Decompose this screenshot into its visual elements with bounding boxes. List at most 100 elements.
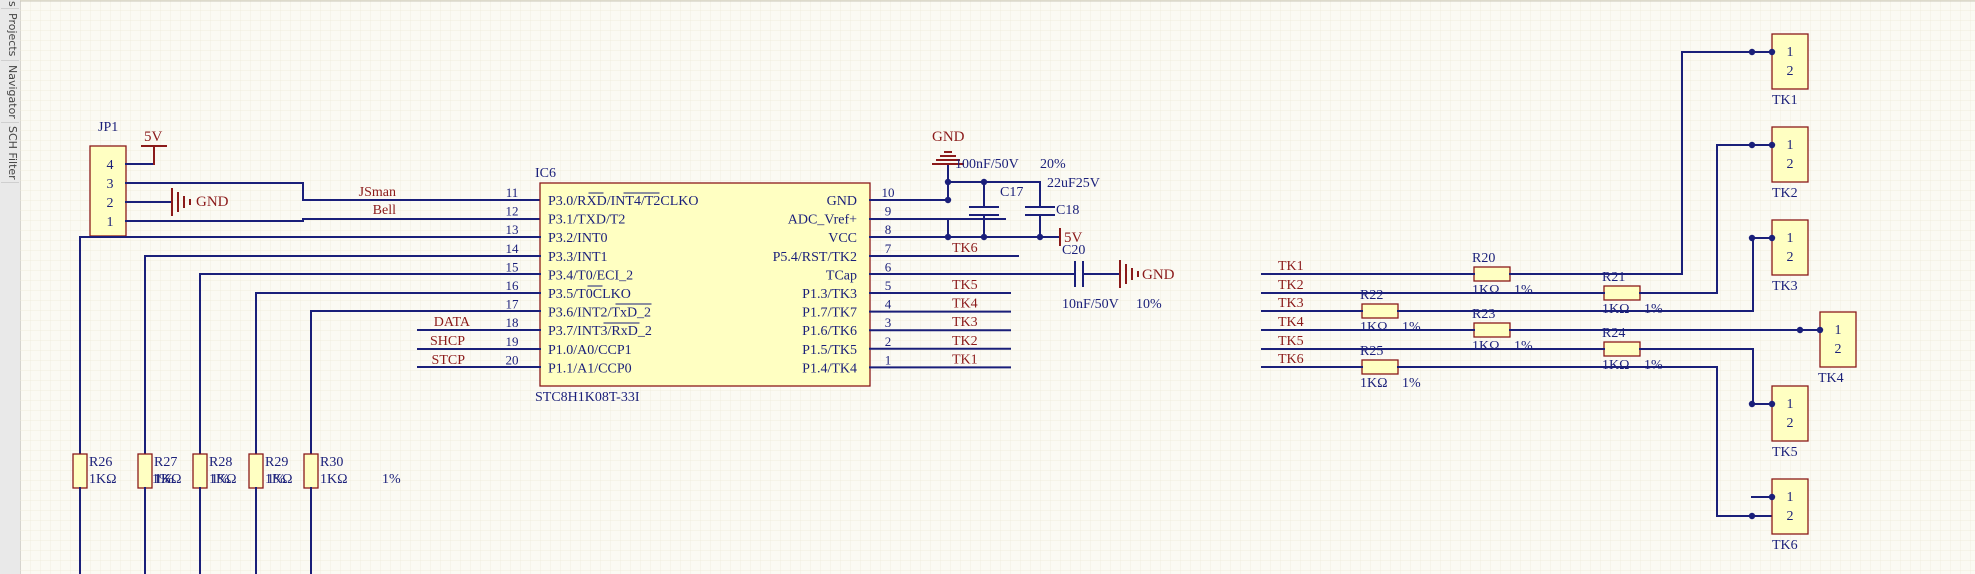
series-resistor[interactable] <box>1603 341 1641 357</box>
touch-pad-pin-2: 2 <box>1787 157 1794 172</box>
touch-pad-4[interactable] <box>1819 311 1857 368</box>
touch-pad-1[interactable] <box>1771 33 1809 90</box>
net-label-touch: TK6 <box>1278 352 1304 367</box>
series-resistor-tol: 1% <box>1402 320 1421 335</box>
ic6-left-pin-number: 11 <box>506 185 519 200</box>
series-resistor[interactable] <box>1361 303 1399 319</box>
pullup-resistor-26[interactable] <box>72 453 88 489</box>
ic6-right-pin-number: 9 <box>885 204 892 219</box>
power-5v-label: 5V <box>144 129 163 145</box>
ic6-left-pin-name: P1.0/A0/CCP1 <box>548 343 632 358</box>
net-label-ic-right: TK3 <box>952 315 978 330</box>
jp1-ref: JP1 <box>98 120 118 135</box>
series-resistor-tol: 1% <box>1514 283 1533 298</box>
touch-pad-ref: TK4 <box>1818 371 1844 386</box>
panel-tab-navigator[interactable]: Navigator <box>1 62 19 123</box>
gnd-top-label: GND <box>932 129 965 145</box>
c20-ref: C20 <box>1062 243 1085 258</box>
pullup-resistor-29[interactable] <box>248 453 264 489</box>
series-resistor[interactable] <box>1603 285 1641 301</box>
pullup-resistor-27[interactable] <box>137 453 153 489</box>
series-resistor[interactable] <box>1473 266 1511 282</box>
jp1-pin-number: 4 <box>107 158 114 173</box>
touch-pad-pin-2: 2 <box>1787 250 1794 265</box>
junction-dot <box>1748 512 1756 520</box>
touch-pad-pin-1: 1 <box>1787 45 1794 60</box>
ic6-left-pin-name: P3.7/INT3/RxD_2 <box>548 324 652 339</box>
ic6-right-pin-name: TCap <box>826 268 857 283</box>
ic6-right-pin-name: P1.3/TK3 <box>802 287 857 302</box>
ic6-right-pin-name: P1.7/TK7 <box>802 306 857 321</box>
ic6-right-pin-number: 1 <box>885 352 892 367</box>
touch-pad-5[interactable] <box>1771 385 1809 442</box>
pullup-ref: R28 <box>209 455 232 470</box>
ic6-left-pin-number: 12 <box>506 204 519 219</box>
net-label-ic-right: TK1 <box>952 352 978 367</box>
net-label-data: DATA <box>434 315 471 330</box>
jp1-pin-number: 2 <box>107 196 114 211</box>
panel-tab-sch-filter[interactable]: SCH Filter <box>1 124 19 183</box>
touch-pad-2[interactable] <box>1771 126 1809 183</box>
pullup-value: 1KΩ <box>154 472 182 487</box>
junction-dot <box>1748 234 1756 242</box>
touch-pad-pin-1: 1 <box>1787 138 1794 153</box>
pullup-wire <box>255 292 541 455</box>
touch-pad-pin-2: 2 <box>1787 64 1794 79</box>
pullup-ref: R29 <box>265 455 288 470</box>
net-label-ic-right: TK5 <box>952 278 978 293</box>
ic6-right-pin-name: P1.6/TK6 <box>802 324 857 339</box>
ic6-left-pin-number: 19 <box>506 334 519 349</box>
touch-pad-ref: TK2 <box>1772 186 1798 201</box>
schematic-sheet[interactable]: JP143215VGNDIC6STC8H1K08T-33IP3.0/RXD/IN… <box>20 0 1975 574</box>
touch-pad-ref: TK6 <box>1772 538 1798 553</box>
ic6-right-pin-number: 8 <box>885 222 892 237</box>
series-resistor-ref: R25 <box>1360 344 1383 359</box>
touch-pad-pin-1: 1 <box>1835 323 1842 338</box>
touch-wire <box>1509 51 1773 275</box>
ic6-body[interactable] <box>539 182 871 387</box>
ic6-left-pin-name: P3.5/T0CLKO <box>548 287 631 302</box>
panel-tab-projects[interactable]: Projects <box>1 10 19 61</box>
ic6-left-pin-name: P3.1/TXD/T2 <box>548 213 625 228</box>
pullup-ref: R30 <box>320 455 343 470</box>
touch-wire <box>1639 144 1773 294</box>
net-label-bell: Bell <box>373 203 396 218</box>
panel-tab-partial[interactable]: s <box>1 0 19 9</box>
c17-ref: C17 <box>1000 185 1023 200</box>
ic6-left-pin-name: P3.6/INT2/TxD_2 <box>548 306 651 321</box>
series-resistor-ref: R21 <box>1602 270 1625 285</box>
jp1-header-body[interactable] <box>89 145 127 237</box>
series-resistor-ref: R23 <box>1472 307 1495 322</box>
net-label-touch: TK5 <box>1278 334 1304 349</box>
pullup-wire <box>79 236 541 455</box>
ic6-left-pin-number: 20 <box>506 352 519 367</box>
series-resistor-value: 1KΩ <box>1602 358 1630 373</box>
junction-dot <box>1748 48 1756 56</box>
pullup-resistor-30[interactable] <box>303 453 319 489</box>
ic6-left-pin-name: P3.4/T0/ECI_2 <box>548 268 633 283</box>
touch-pad-ref: TK5 <box>1772 445 1798 460</box>
ic6-left-pin-name: P1.1/A1/CCP0 <box>548 361 632 376</box>
pullup-value: 1KΩ <box>265 472 293 487</box>
pullup-resistor-28[interactable] <box>192 453 208 489</box>
ic6-right-pin-name: P1.5/TK5 <box>802 343 857 358</box>
touch-pad-3[interactable] <box>1771 219 1809 276</box>
c18-ref: C18 <box>1056 203 1079 218</box>
ic6-left-pin-number: 14 <box>506 241 520 256</box>
net-label-jsman: JSman <box>359 185 396 200</box>
series-resistor[interactable] <box>1473 322 1511 338</box>
ic6-left-pin-name: P3.3/INT1 <box>548 250 608 265</box>
junction-dot <box>1748 141 1756 149</box>
touch-pad-pin-2: 2 <box>1835 342 1842 357</box>
series-resistor[interactable] <box>1361 359 1399 375</box>
touch-pad-6[interactable] <box>1771 478 1809 535</box>
ic6-right-pin-name: P1.4/TK4 <box>802 361 857 376</box>
ic6-left-pin-number: 18 <box>506 315 519 330</box>
junction-dot <box>944 196 952 204</box>
jp1-pin1-wire <box>125 218 541 222</box>
c17-tol: 20% <box>1040 157 1066 172</box>
series-resistor-value: 1KΩ <box>1360 376 1388 391</box>
ic6-right-pin-name: GND <box>827 194 857 209</box>
pullup-tol: 1% <box>382 472 401 487</box>
pullup-tol: 1% <box>155 472 174 487</box>
